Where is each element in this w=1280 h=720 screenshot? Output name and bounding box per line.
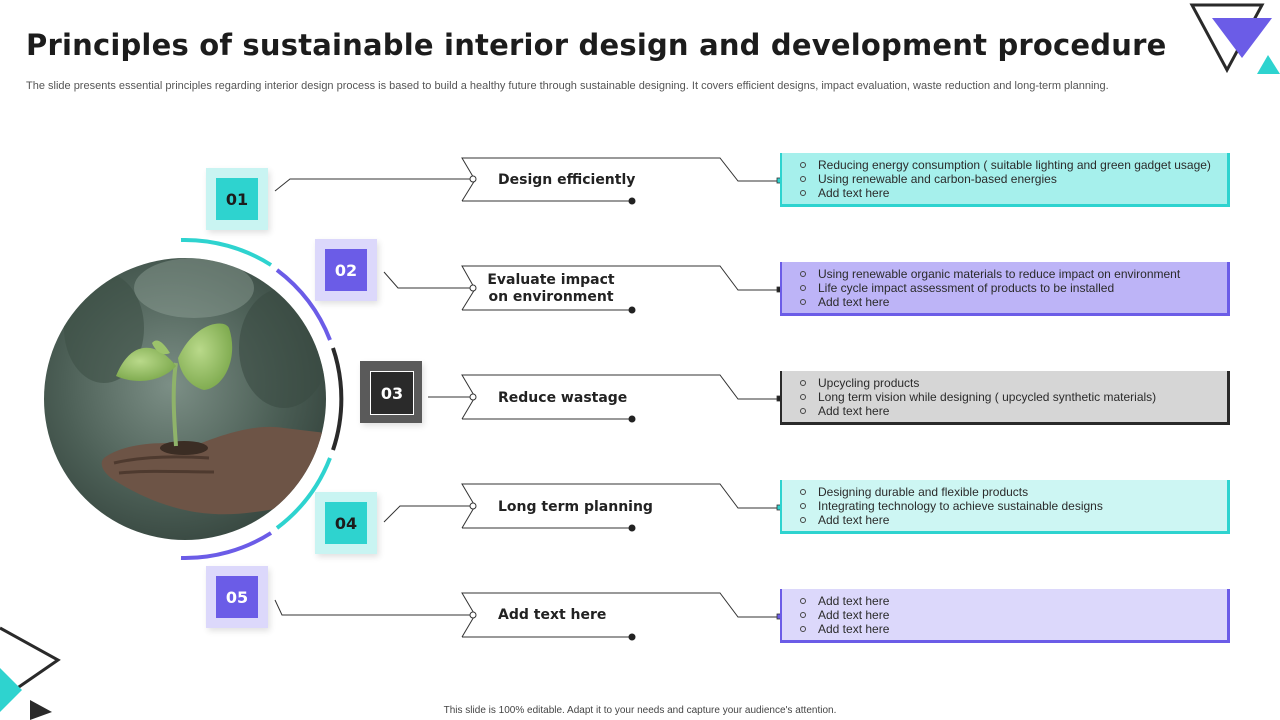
step-number-box-01: 01 — [206, 168, 268, 230]
step-label-02: Evaluate impact on environment — [466, 272, 636, 306]
step-detail-box-05: Add text here Add text here Add text her… — [780, 589, 1230, 643]
step-02-point-3: Add text here — [798, 295, 1227, 309]
step-number-box-05: 05 — [206, 566, 268, 628]
step-label-02-line2: on environment — [488, 289, 614, 305]
photo-arc-ring — [180, 237, 344, 561]
step-number-box-03: 03 — [360, 361, 422, 423]
step-05-point-3: Add text here — [798, 622, 1227, 636]
step-number-03: 03 — [370, 371, 414, 415]
step-label-04-line: Long term planning — [498, 499, 653, 515]
step-number-02: 02 — [325, 249, 367, 291]
step-04-point-2: Integrating technology to achieve sustai… — [798, 499, 1227, 513]
page-subtitle: The slide presents essential principles … — [26, 80, 1109, 92]
step-label-01: Design efficiently — [498, 172, 668, 189]
step-detail-box-01: Reducing energy consumption ( suitable l… — [780, 153, 1230, 207]
step-04-point-1: Designing durable and flexible products — [798, 485, 1227, 499]
step-04-point-3: Add text here — [798, 513, 1227, 527]
page-title: Principles of sustainable interior desig… — [26, 28, 1167, 62]
step-05-point-1: Add text here — [798, 594, 1227, 608]
step-01-point-3: Add text here — [798, 186, 1227, 200]
step-number-box-02: 02 — [315, 239, 377, 301]
footer-note: This slide is 100% editable. Adapt it to… — [443, 705, 837, 716]
step-detail-box-02: Using renewable organic materials to red… — [780, 262, 1230, 316]
step-02-point-1: Using renewable organic materials to red… — [798, 267, 1227, 281]
step-label-02-line1: Evaluate impact — [487, 272, 615, 288]
step-number-box-04: 04 — [315, 492, 377, 554]
connector-dots — [469, 175, 783, 641]
step-label-03-line: Reduce wastage — [498, 390, 628, 406]
step-02-point-2: Life cycle impact assessment of products… — [798, 281, 1227, 295]
step-01-point-1: Reducing energy consumption ( suitable l… — [798, 158, 1227, 172]
step-03-point-2: Long term vision while designing ( upcyc… — [798, 390, 1227, 404]
step-03-point-1: Upcycling products — [798, 376, 1227, 390]
step-label-05-line: Add text here — [498, 607, 607, 623]
corner-triangles-top-right — [1189, 3, 1280, 74]
corner-triangles-bottom-left — [0, 626, 61, 720]
step-detail-box-03: Upcycling products Long term vision whil… — [780, 371, 1230, 425]
step-label-01-line: Design efficiently — [498, 172, 636, 188]
seedling-photo — [44, 258, 326, 540]
step-number-05: 05 — [216, 576, 258, 618]
step-03-point-3: Add text here — [798, 404, 1227, 418]
step-label-03: Reduce wastage — [498, 390, 668, 407]
step-number-01: 01 — [216, 178, 258, 220]
step-05-point-2: Add text here — [798, 608, 1227, 622]
step-detail-box-04: Designing durable and flexible products … — [780, 480, 1230, 534]
step-01-point-2: Using renewable and carbon-based energie… — [798, 172, 1227, 186]
step-number-04: 04 — [325, 502, 367, 544]
step-label-05: Add text here — [498, 607, 668, 624]
step-label-04: Long term planning — [498, 499, 668, 516]
connector-lines — [274, 157, 780, 638]
